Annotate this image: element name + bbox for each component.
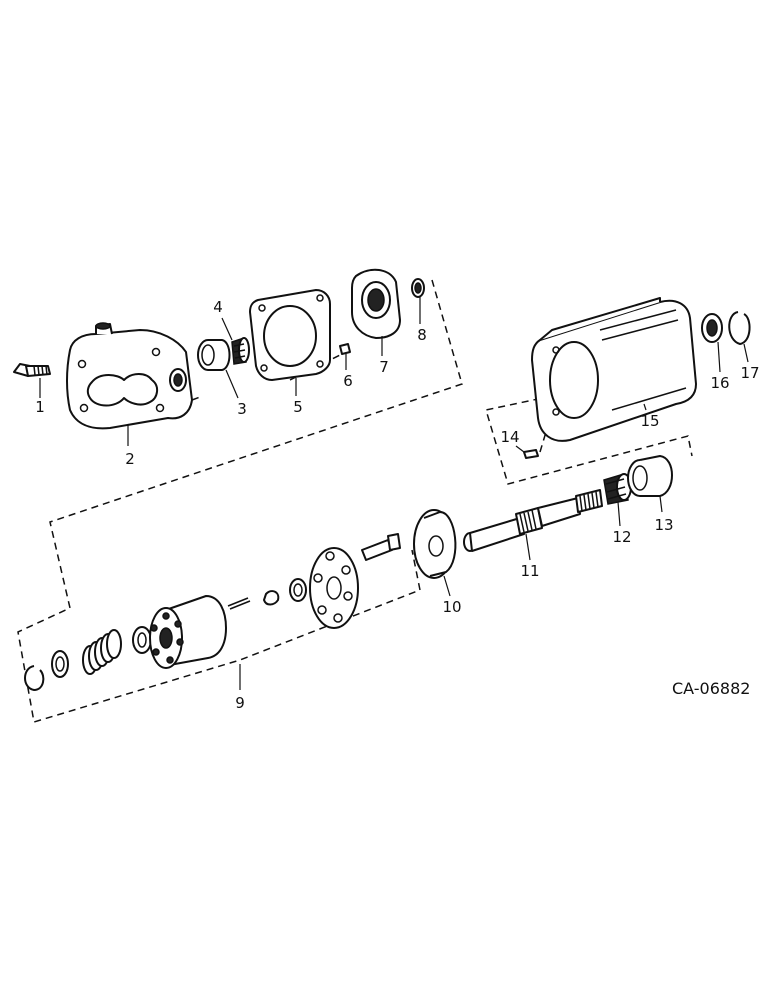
callout-labels: 1 2 3 4 5 6 7 8 9 10 11 12 13 14 15 16 1… xyxy=(35,298,759,712)
callout-6: 6 xyxy=(343,372,353,390)
part-7-seal-plate xyxy=(351,268,401,339)
part-14-pin xyxy=(523,449,539,459)
part-13-bearing-cup xyxy=(627,455,673,497)
part-5-gasket xyxy=(249,289,331,381)
callout-5: 5 xyxy=(293,398,303,416)
part-11-shaft xyxy=(463,489,603,552)
part-15-housing xyxy=(531,297,697,442)
callout-1: 1 xyxy=(35,398,45,416)
part-2-housing xyxy=(66,322,193,430)
callout-8: 8 xyxy=(417,326,427,344)
callout-2: 2 xyxy=(125,450,135,468)
callout-15: 15 xyxy=(640,412,659,430)
callout-14: 14 xyxy=(500,428,519,446)
callout-9: 9 xyxy=(235,694,245,712)
callout-12: 12 xyxy=(612,528,631,546)
part-9-rotating-group xyxy=(24,533,401,691)
drawing-code: CA-06882 xyxy=(672,679,750,698)
callout-10: 10 xyxy=(442,598,461,616)
callout-7: 7 xyxy=(379,358,389,376)
part-1-bolt xyxy=(13,363,51,377)
part-17-snap-ring xyxy=(728,311,751,345)
part-8-seal xyxy=(411,278,425,298)
part-4-bearing-cone xyxy=(231,336,250,365)
callout-4: 4 xyxy=(213,298,223,316)
part-12-bearing-cone xyxy=(603,473,632,505)
callout-13: 13 xyxy=(654,516,673,534)
part-16-seal xyxy=(701,313,723,343)
callout-16: 16 xyxy=(710,374,729,392)
part-10-thrust-plate xyxy=(413,509,457,579)
part-6-pin xyxy=(339,343,351,355)
leader-lines xyxy=(39,296,749,690)
part-3-bearing-cup xyxy=(197,339,231,371)
callout-3: 3 xyxy=(237,400,247,418)
callout-11: 11 xyxy=(520,562,539,580)
callout-17: 17 xyxy=(740,364,759,382)
